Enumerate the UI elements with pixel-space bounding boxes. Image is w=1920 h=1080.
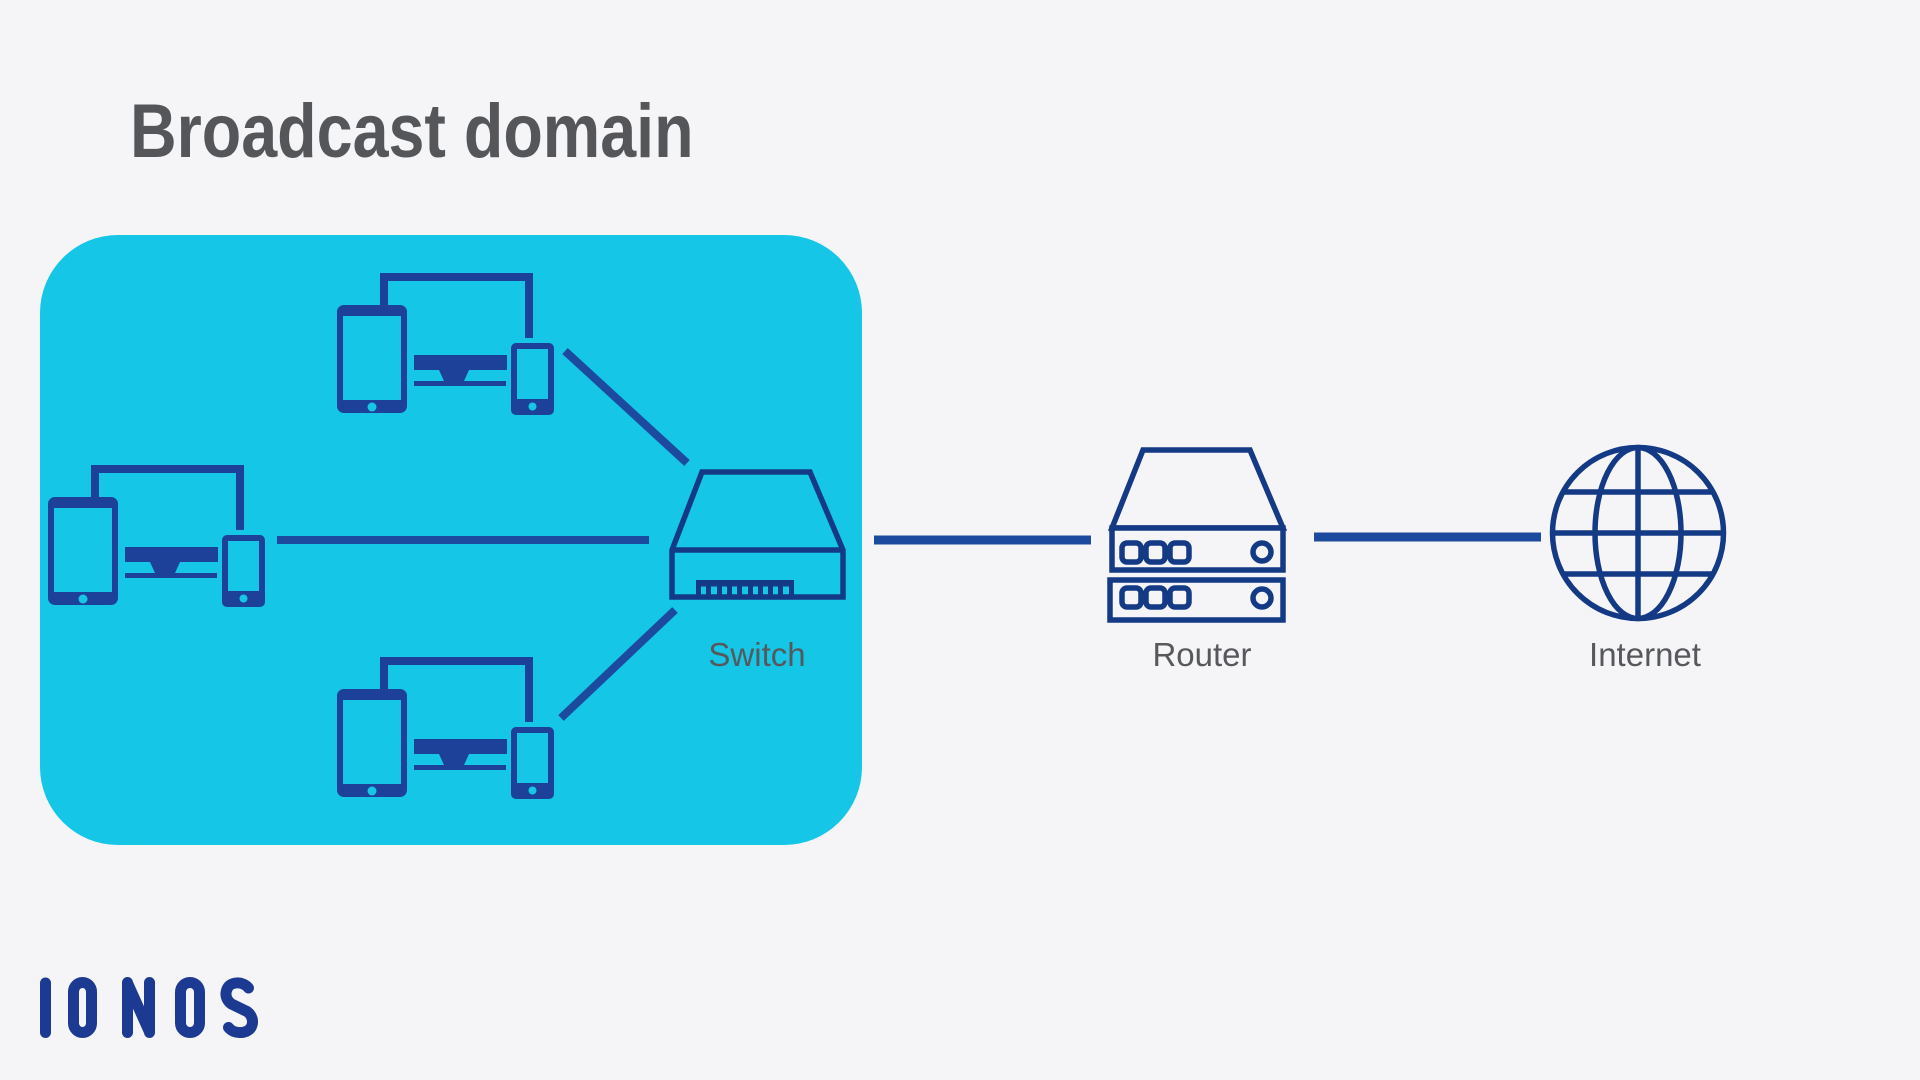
globe-icon bbox=[1549, 444, 1727, 622]
logo-letter-s bbox=[220, 977, 258, 1039]
router-label: Router bbox=[1152, 636, 1252, 673]
network-switch-icon bbox=[669, 469, 846, 600]
page-title: Broadcast domain bbox=[130, 89, 694, 174]
router-icon bbox=[1107, 447, 1288, 623]
logo-letter-o bbox=[68, 977, 97, 1038]
internet-label: Internet bbox=[1589, 636, 1701, 673]
ionos-logo bbox=[40, 977, 258, 1039]
connection-group3-switch bbox=[558, 607, 678, 721]
switch-label: Switch bbox=[708, 636, 806, 673]
logo-letter-o2 bbox=[175, 977, 205, 1038]
logo-letter-n bbox=[122, 977, 155, 1038]
switch-ports bbox=[696, 580, 794, 597]
connection-group1-switch bbox=[562, 348, 690, 466]
